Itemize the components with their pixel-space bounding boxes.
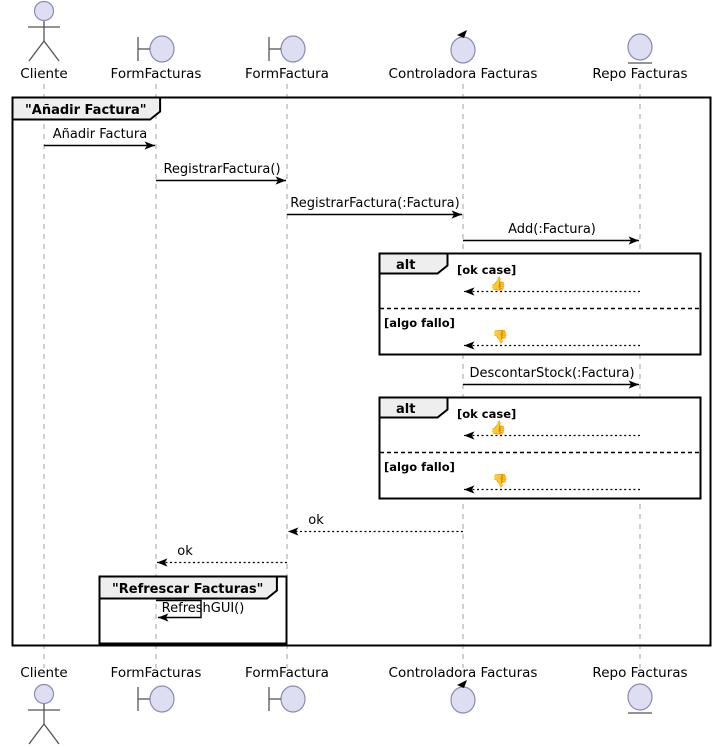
message-label-m11: ok — [177, 544, 193, 559]
entity-icon — [627, 683, 653, 714]
alt-header-tab-0 — [378, 252, 449, 275]
entity-circle-icon — [627, 683, 653, 711]
message-label-m2: RegistrarFactura() — [163, 162, 281, 177]
message-label-m10: ok — [308, 513, 324, 528]
message-label-m1: Añadir Factura — [52, 127, 148, 142]
actor-leg-right-icon — [43, 723, 60, 745]
frame-title-0: "Añadir Factura" — [25, 103, 147, 118]
boundary-circle-icon — [280, 35, 306, 63]
messages-group — [44, 141, 640, 567]
alt-keyword-1: alt — [396, 402, 416, 417]
boundary-circle-icon — [149, 35, 175, 63]
self-messages-group — [156, 599, 202, 622]
actor-head-icon — [33, 683, 55, 705]
boundary-icon — [268, 685, 306, 713]
control-circle-icon — [450, 686, 476, 714]
participant-label-bottom-0: Cliente — [20, 665, 68, 681]
actor-head-icon — [33, 0, 55, 22]
message-emoji-m6: 👎 — [492, 330, 509, 345]
participant-label-top-1: FormFacturas — [110, 66, 202, 82]
alt-guard-1-0: [ok case] — [457, 407, 517, 421]
alt-border-1 — [378, 396, 702, 500]
message-emoji-m5: 👍 — [490, 277, 507, 292]
actor-icon — [28, 0, 60, 62]
boundary-icon — [137, 35, 175, 63]
alt-guard-1-1: [algo fallo] — [384, 460, 455, 474]
boundary-icon — [137, 685, 175, 713]
actor-leg-right-icon — [43, 40, 60, 62]
frames-group — [11, 96, 712, 647]
participant-label-bottom-3: Controladora Facturas — [388, 665, 538, 681]
boundary-circle-icon — [280, 685, 306, 713]
message-emoji-m9: 👎 — [492, 474, 509, 489]
boundary-circle-icon — [149, 685, 175, 713]
boundary-icon — [268, 35, 306, 63]
control-arrow-icon — [457, 680, 467, 688]
alt-guard-0-1: [algo fallo] — [384, 316, 455, 330]
message-label-m7: DescontarStock(:Factura) — [469, 366, 635, 381]
participant-label-top-4: Repo Facturas — [592, 66, 688, 82]
frame-border-0 — [11, 96, 712, 647]
message-emoji-m8: 👍 — [490, 421, 507, 436]
participant-label-bottom-1: FormFacturas — [110, 665, 202, 681]
control-arrow-icon — [457, 30, 467, 38]
entity-icon — [627, 33, 653, 64]
participant-label-top-0: Cliente — [20, 66, 68, 82]
control-icon — [450, 30, 476, 64]
actor-icon — [28, 683, 60, 745]
participant-label-top-3: Controladora Facturas — [388, 66, 538, 82]
alt-fragments-group — [378, 252, 702, 500]
frame-header-tab-1 — [98, 575, 278, 600]
alt-keyword-0: alt — [396, 258, 416, 273]
actor-leg-left-icon — [28, 40, 45, 62]
participant-icons-top — [28, 0, 653, 64]
participant-icons-bottom — [28, 680, 653, 745]
participant-label-bottom-2: FormFactura — [245, 665, 329, 681]
frame-title-1: "Refrescar Facturas" — [112, 582, 264, 597]
frame-header-tab-0 — [11, 96, 162, 121]
alt-guard-0-0: [ok case] — [457, 263, 517, 277]
message-label-m3: RegistrarFactura(:Factura) — [290, 196, 460, 211]
participant-label-top-2: FormFactura — [245, 66, 329, 82]
actor-leg-left-icon — [28, 723, 45, 745]
message-label-m4: Add(:Factura) — [508, 222, 596, 237]
alt-header-tab-1 — [378, 396, 449, 419]
self-message-label-sm1: RefreshGUI() — [161, 601, 245, 616]
participant-label-bottom-4: Repo Facturas — [592, 665, 688, 681]
control-icon — [450, 680, 476, 714]
entity-circle-icon — [627, 33, 653, 61]
lifelines-group — [43, 84, 641, 668]
control-circle-icon — [450, 36, 476, 64]
self-message-arrow-sm1 — [156, 599, 202, 622]
